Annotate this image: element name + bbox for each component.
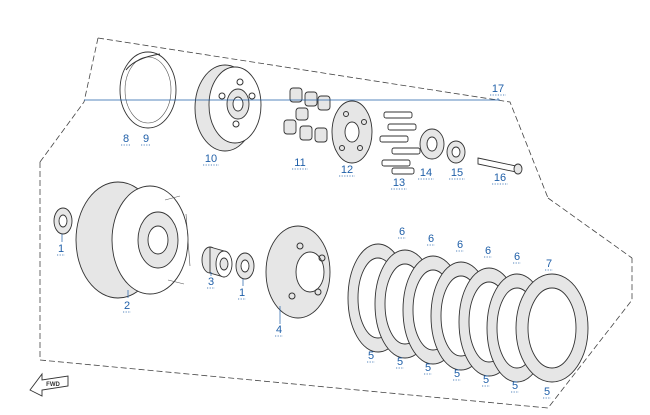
callout-8: 8 <box>123 133 129 145</box>
callout-6-c: 6 <box>457 239 463 251</box>
part-12-pressure-plate <box>331 100 373 164</box>
callout-14: 14 <box>420 167 432 179</box>
clutch-plate-stack <box>347 243 589 383</box>
callout-10: 10 <box>205 153 217 165</box>
part-2-inner-clutch-hub <box>75 181 191 299</box>
callout-6-b: 6 <box>428 233 434 245</box>
callout-2: 2 <box>124 300 130 312</box>
part-15-washer <box>446 140 466 164</box>
callout-5-a: 5 <box>368 350 374 362</box>
callout-7: 7 <box>546 258 552 270</box>
callout-5-d: 5 <box>454 368 460 380</box>
fwd-label: FWD <box>46 382 60 388</box>
part-14-bearing <box>419 128 445 160</box>
callout-6-e: 6 <box>514 251 520 263</box>
part-1-washer-left <box>53 207 73 235</box>
callout-15: 15 <box>451 167 463 179</box>
callout-11: 11 <box>294 157 305 169</box>
part-1-washer-right <box>235 252 255 280</box>
callout-17: 17 <box>492 83 504 95</box>
part-3-collar <box>201 246 233 278</box>
callout-13: 13 <box>393 177 405 189</box>
part-8-9-ring <box>119 51 177 129</box>
callout-4: 4 <box>276 324 282 336</box>
forward-arrow-icon: FWD <box>29 372 69 397</box>
part-10-outer-clutch-basket <box>194 64 262 152</box>
leader-lines <box>61 98 500 324</box>
part-13-bolts <box>379 111 421 175</box>
callout-5-b: 5 <box>397 356 403 368</box>
callout-5-f: 5 <box>512 380 518 392</box>
callout-1-right: 1 <box>239 287 245 299</box>
callout-6-d: 6 <box>485 245 491 257</box>
callouts: 8 9 10 11 12 13 14 15 16 17 1 2 3 1 4 6 … <box>57 83 553 399</box>
callout-1-left: 1 <box>58 243 64 255</box>
callout-6-a: 6 <box>399 226 405 238</box>
part-4-clutch-center <box>265 225 331 319</box>
callout-5-c: 5 <box>425 362 431 374</box>
callout-3: 3 <box>208 276 214 288</box>
part-16-push-rod <box>477 157 523 175</box>
part-11-clutch-springs <box>283 87 331 143</box>
callout-5-g: 5 <box>544 386 550 398</box>
callout-16: 16 <box>494 172 506 184</box>
callout-9: 9 <box>143 133 149 145</box>
callout-12: 12 <box>341 164 353 176</box>
assembly-boundary <box>39 37 633 409</box>
callout-5-e: 5 <box>483 374 489 386</box>
